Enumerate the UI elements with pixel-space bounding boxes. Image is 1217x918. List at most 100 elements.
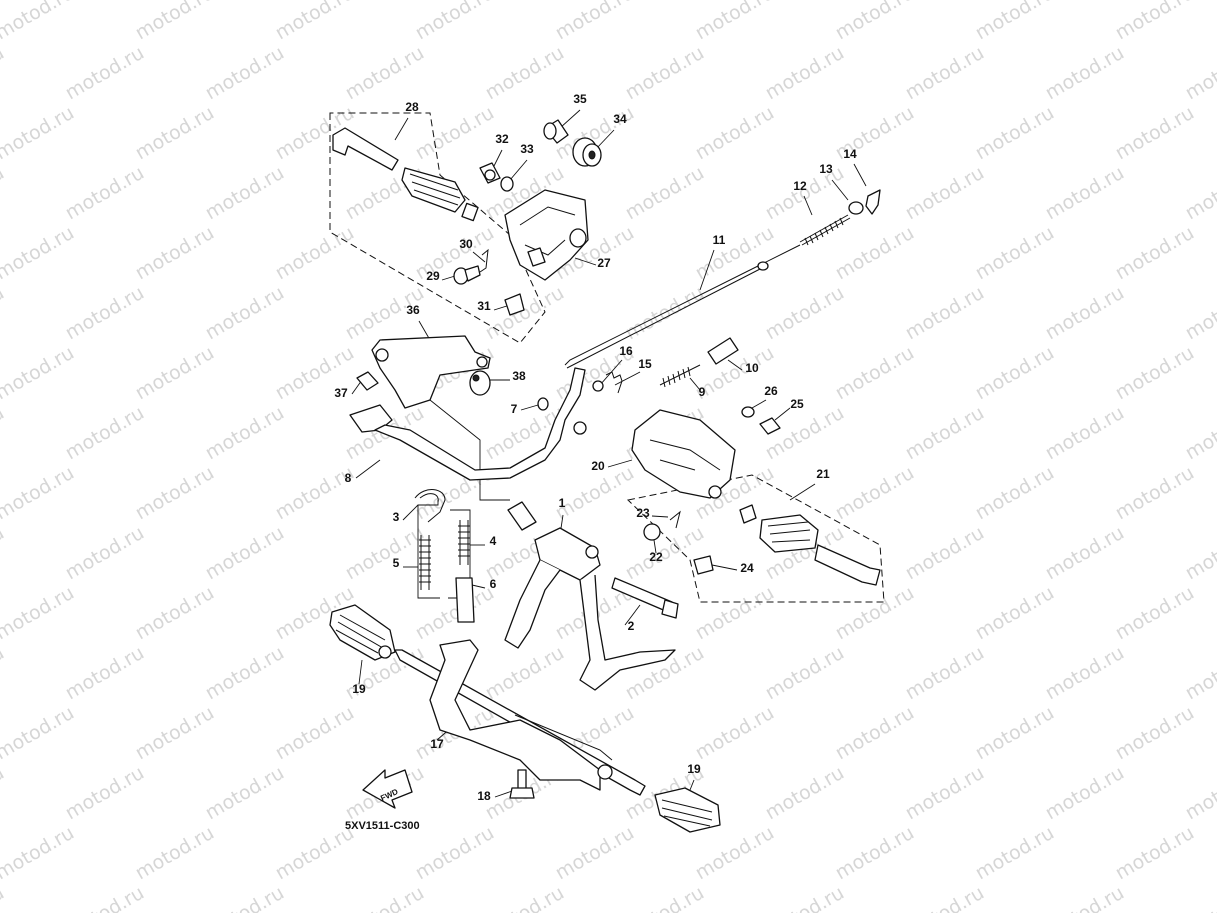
watermark-text: motod.ru <box>902 762 988 825</box>
watermark-text: motod.ru <box>62 762 148 825</box>
watermark-text: motod.ru <box>972 582 1058 645</box>
callout-6: 6 <box>490 577 497 591</box>
watermark-text: motod.ru <box>1182 402 1217 465</box>
watermark-text: motod.ru <box>762 162 848 225</box>
watermark-text: motod.ru <box>132 462 218 525</box>
watermark-text: motod.ru <box>132 582 218 645</box>
callout-9: 9 <box>699 385 706 399</box>
watermark-text: motod.ru <box>762 42 848 105</box>
watermark-text: motod.ru <box>762 282 848 345</box>
watermark-text: motod.ru <box>1112 0 1198 44</box>
watermark-text: motod.ru <box>482 282 568 345</box>
watermark-text: motod.ru <box>622 882 708 913</box>
watermark-text: motod.ru <box>0 762 8 825</box>
part-32-bolt <box>480 163 500 183</box>
watermark-text: motod.ru <box>902 42 988 105</box>
watermark-text: motod.ru <box>0 522 8 585</box>
part-5-spring <box>419 535 431 590</box>
watermark-text: motod.ru <box>692 102 778 165</box>
watermark-text: motod.ru <box>552 822 638 885</box>
watermark-text: motod.ru <box>1112 702 1198 765</box>
watermark-text: motod.ru <box>692 822 778 885</box>
part-38-damper <box>470 371 490 395</box>
watermark-text: motod.ru <box>202 522 288 585</box>
callout-12: 12 <box>793 179 807 193</box>
watermark-text: motod.ru <box>552 0 638 44</box>
watermark-text: motod.ru <box>832 462 918 525</box>
watermark-text: motod.ru <box>0 462 78 525</box>
callout-14: 14 <box>843 147 857 161</box>
part-19-footrest-rubber-right <box>655 788 720 832</box>
watermark-text: motod.ru <box>692 582 778 645</box>
callout-28: 28 <box>405 100 419 114</box>
watermark-text: motod.ru <box>202 42 288 105</box>
callout-23: 23 <box>636 506 650 520</box>
watermark-text: motod.ru <box>132 222 218 285</box>
callout-35: 35 <box>573 92 587 106</box>
watermark-text: motod.ru <box>972 822 1058 885</box>
watermark-text: motod.ru <box>0 0 78 44</box>
watermark-text: motod.ru <box>0 162 8 225</box>
watermark-text: motod.ru <box>692 702 778 765</box>
watermark-text: motod.ru <box>1042 42 1128 105</box>
watermark-text: motod.ru <box>1112 102 1198 165</box>
watermark-text: motod.ru <box>1112 222 1198 285</box>
watermark-text: motod.ru <box>62 642 148 705</box>
callout-22: 22 <box>649 550 663 564</box>
callout-26: 26 <box>764 384 778 398</box>
watermark-text: motod.ru <box>972 702 1058 765</box>
watermark-text: motod.ru <box>62 402 148 465</box>
watermark-text: motod.ru <box>692 0 778 44</box>
watermark-text: motod.ru <box>902 282 988 345</box>
watermark-text: motod.ru <box>132 102 218 165</box>
watermark-text: motod.ru <box>62 162 148 225</box>
watermark-text: motod.ru <box>0 282 8 345</box>
watermark-text: motod.ru <box>902 522 988 585</box>
part-26-washer <box>742 407 754 417</box>
watermark-text: motod.ru <box>202 282 288 345</box>
callout-3: 3 <box>393 510 400 524</box>
watermark-text: motod.ru <box>832 702 918 765</box>
callout-11: 11 <box>713 233 726 247</box>
part-22-pin <box>644 524 660 540</box>
callout-10: 10 <box>745 361 759 375</box>
part-20-bracket <box>632 410 735 498</box>
watermark-text: motod.ru <box>832 0 918 44</box>
watermark-text: motod.ru <box>342 522 428 585</box>
watermark-text: motod.ru <box>202 882 288 913</box>
watermark-text: motod.ru <box>482 42 568 105</box>
watermark-text: motod.ru <box>0 702 78 765</box>
watermark-text: motod.ru <box>1112 582 1198 645</box>
callout-18: 18 <box>477 789 491 803</box>
watermark-text: motod.ru <box>902 402 988 465</box>
watermark-text: motod.ru <box>202 402 288 465</box>
watermark-text: motod.ru <box>0 342 78 405</box>
watermark-text: motod.ru <box>132 0 218 44</box>
watermark-text: motod.ru <box>0 42 8 105</box>
watermark-text: motod.ru <box>972 222 1058 285</box>
part-4-spring <box>458 520 470 565</box>
part-33-washer <box>501 177 513 191</box>
callout-15: 15 <box>638 357 652 371</box>
part-37-bolt <box>357 372 378 390</box>
watermark-text: motod.ru <box>902 642 988 705</box>
callout-4: 4 <box>490 534 497 548</box>
watermark-text: motod.ru <box>832 342 918 405</box>
callout-29: 29 <box>426 269 440 283</box>
watermark-text: motod.ru <box>832 582 918 645</box>
watermark-text: motod.ru <box>1042 162 1128 225</box>
watermark-text: motod.ru <box>762 762 848 825</box>
part-14-wing-nut <box>866 190 880 214</box>
watermark-text: motod.ru <box>1042 522 1128 585</box>
callout-24: 24 <box>740 561 754 575</box>
callout-25: 25 <box>790 397 804 411</box>
callout-27: 27 <box>597 256 611 270</box>
callout-32: 32 <box>495 132 509 146</box>
watermark-text: motod.ru <box>62 882 148 913</box>
watermark-text: motod.ru <box>902 162 988 225</box>
watermark-text: motod.ru <box>342 882 428 913</box>
watermark-text: motod.ru <box>1182 642 1217 705</box>
callout-21: 21 <box>816 467 830 481</box>
watermark-text: motod.ru <box>762 642 848 705</box>
